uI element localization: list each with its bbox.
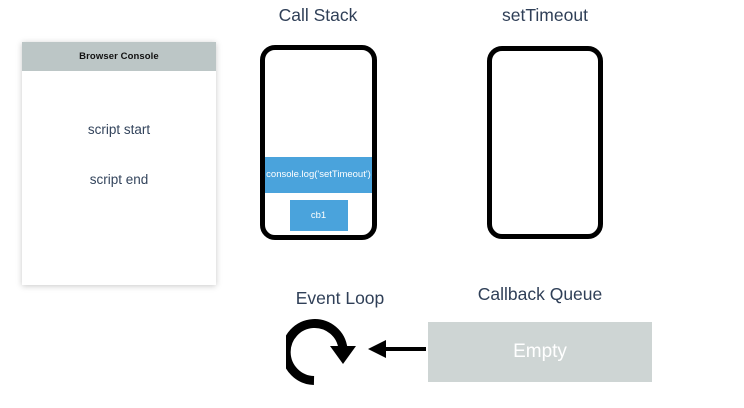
console-log-line: script start xyxy=(87,122,151,137)
browser-console-header: Browser Console xyxy=(22,42,216,71)
callback-queue-status: Empty xyxy=(513,341,567,362)
call-stack-title: Call Stack xyxy=(278,5,358,25)
callback-queue-box: Empty xyxy=(428,322,652,382)
call-stack-frame: cb1 xyxy=(289,200,348,231)
callback-queue-title: Callback Queue xyxy=(477,284,603,304)
call-stack-frames: console.log('setTimeout') cb1 xyxy=(265,157,372,231)
event-loop-title: Event Loop xyxy=(295,288,385,308)
set-timeout-title: setTimeout xyxy=(502,5,588,25)
browser-console-output: script start script end xyxy=(22,71,216,285)
set-timeout-box xyxy=(487,46,603,239)
browser-console-panel: Browser Console script start script end xyxy=(22,42,216,285)
browser-console-title: Browser Console xyxy=(79,51,159,62)
console-log-line: script end xyxy=(89,172,149,187)
left-arrow-icon xyxy=(364,336,430,362)
call-stack-box: console.log('setTimeout') cb1 xyxy=(260,45,377,240)
call-stack-frame: console.log('setTimeout') xyxy=(265,157,372,193)
circular-arrow-icon xyxy=(281,316,358,388)
